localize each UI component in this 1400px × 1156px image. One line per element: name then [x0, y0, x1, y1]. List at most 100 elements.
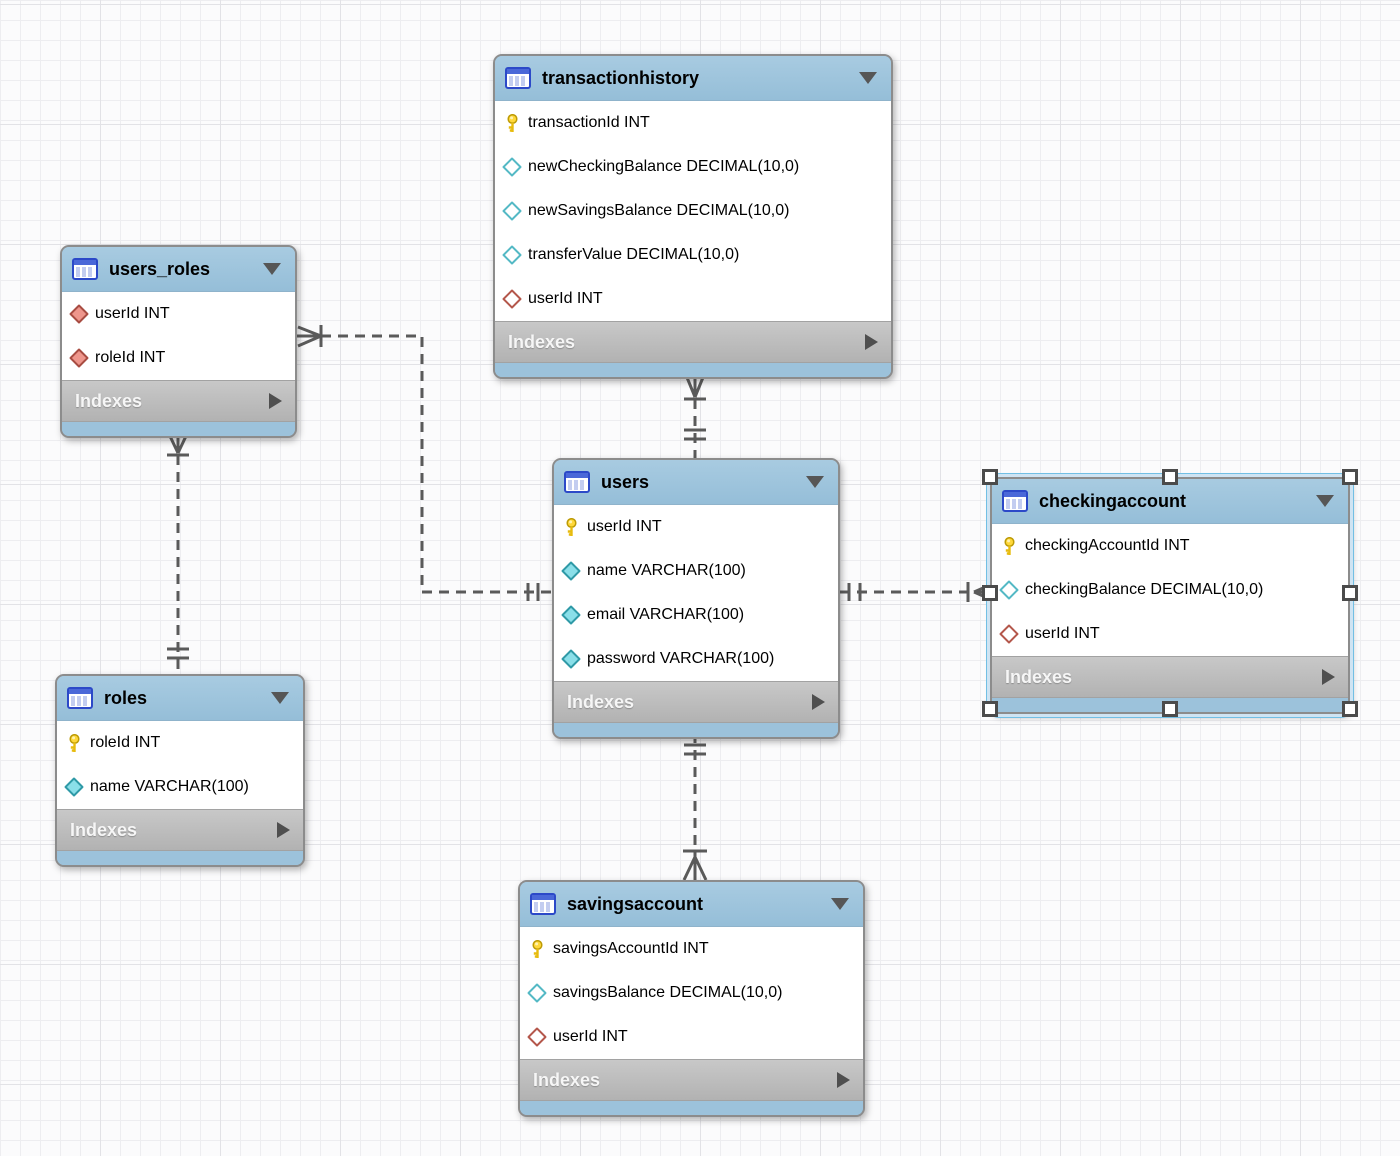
table-icon [530, 893, 556, 915]
expand-arrow-icon[interactable] [812, 694, 825, 710]
indexes-bar[interactable]: Indexes [520, 1059, 863, 1101]
expand-arrow-icon[interactable] [1322, 669, 1335, 685]
column-row[interactable]: roleId INT [57, 721, 303, 765]
column-row[interactable]: roleId INT [62, 336, 295, 380]
column-row[interactable]: userId INT [495, 277, 891, 321]
collapse-arrow-icon[interactable] [263, 263, 281, 275]
indexes-label: Indexes [1005, 666, 1073, 687]
selection-handle[interactable] [982, 585, 998, 601]
relationship-users-checkingaccount[interactable] [840, 582, 991, 602]
foreign-key-notnull-diamond-icon [69, 304, 89, 324]
column-row[interactable]: name VARCHAR(100) [57, 765, 303, 809]
table-icon [564, 471, 590, 493]
foreign-key-notnull-diamond-icon [69, 348, 89, 368]
column-row[interactable]: userId INT [992, 612, 1348, 656]
indexes-label: Indexes [533, 1069, 601, 1090]
table-users[interactable]: users userId INT name VARCHAR(100) email… [552, 458, 840, 739]
column-row[interactable]: email VARCHAR(100) [554, 593, 838, 637]
column-row[interactable]: newSavingsBalance DECIMAL(10,0) [495, 189, 891, 233]
table-header[interactable]: transactionhistory [495, 56, 891, 101]
column-row[interactable]: savingsAccountId INT [520, 927, 863, 971]
column-list: userId INT name VARCHAR(100) email VARCH… [554, 505, 838, 681]
relationship-transactionhistory-users[interactable] [684, 373, 706, 458]
column-row[interactable]: userId INT [520, 1015, 863, 1059]
column-row[interactable]: userId INT [554, 505, 838, 549]
column-list: roleId INT name VARCHAR(100) [57, 721, 303, 809]
table-header[interactable]: roles [57, 676, 303, 721]
column-row[interactable]: savingsBalance DECIMAL(10,0) [520, 971, 863, 1015]
table-checkingaccount[interactable]: checkingaccount checkingAccountId INT ch… [982, 469, 1358, 717]
column-row[interactable]: name VARCHAR(100) [554, 549, 838, 593]
column-row[interactable]: userId INT [62, 292, 295, 336]
table-header[interactable]: checkingaccount [992, 479, 1348, 524]
column-text: transactionId INT [528, 114, 650, 131]
column-text: transferValue DECIMAL(10,0) [528, 246, 740, 263]
table-roles[interactable]: roles roleId INT name VARCHAR(100) Index… [55, 674, 305, 867]
table-footer [520, 1101, 863, 1115]
selection-handle[interactable] [1162, 701, 1178, 717]
primary-key-icon [1001, 536, 1017, 555]
indexes-label: Indexes [70, 819, 138, 840]
expand-arrow-icon[interactable] [269, 393, 282, 409]
column-row[interactable]: checkingAccountId INT [992, 524, 1348, 568]
indexes-bar[interactable]: Indexes [495, 321, 891, 363]
indexes-bar[interactable]: Indexes [62, 380, 295, 422]
selection-handle[interactable] [982, 469, 998, 485]
table-title: roles [104, 687, 148, 708]
collapse-arrow-icon[interactable] [1316, 495, 1334, 507]
collapse-arrow-icon[interactable] [806, 476, 824, 488]
selection-handle[interactable] [1342, 585, 1358, 601]
table-icon [67, 687, 93, 709]
column-row[interactable]: newCheckingBalance DECIMAL(10,0) [495, 145, 891, 189]
selection-handle[interactable] [1342, 469, 1358, 485]
indexes-bar[interactable]: Indexes [57, 809, 303, 851]
indexes-bar[interactable]: Indexes [992, 656, 1348, 698]
notnull-column-diamond-icon [561, 561, 581, 581]
table-icon [505, 67, 531, 89]
table-users-roles[interactable]: users_roles userId INT roleId INT Indexe… [60, 245, 297, 438]
primary-key-icon [529, 939, 545, 958]
notnull-column-diamond-icon [561, 649, 581, 669]
column-list: userId INT roleId INT [62, 292, 295, 380]
indexes-label: Indexes [508, 331, 576, 352]
column-text: savingsAccountId INT [553, 940, 709, 957]
collapse-arrow-icon[interactable] [271, 692, 289, 704]
collapse-arrow-icon[interactable] [831, 898, 849, 910]
column-text: userId INT [553, 1028, 628, 1045]
foreign-key-diamond-icon [502, 289, 522, 309]
table-header[interactable]: savingsaccount [520, 882, 863, 927]
table-header[interactable]: users [554, 460, 838, 505]
column-row[interactable]: transactionId INT [495, 101, 891, 145]
selection-handle[interactable] [1342, 701, 1358, 717]
column-row[interactable]: checkingBalance DECIMAL(10,0) [992, 568, 1348, 612]
primary-key-icon [563, 517, 579, 536]
table-icon [1002, 490, 1028, 512]
expand-arrow-icon[interactable] [837, 1072, 850, 1088]
column-text: newCheckingBalance DECIMAL(10,0) [528, 158, 800, 175]
table-savingsaccount[interactable]: savingsaccount savingsAccountId INT savi… [518, 880, 865, 1117]
expand-arrow-icon[interactable] [277, 822, 290, 838]
column-row[interactable]: password VARCHAR(100) [554, 637, 838, 681]
table-transactionhistory[interactable]: transactionhistory transactionId INT new… [493, 54, 893, 379]
table-title: users [601, 471, 650, 492]
column-row[interactable]: transferValue DECIMAL(10,0) [495, 233, 891, 277]
column-text: checkingBalance DECIMAL(10,0) [1025, 581, 1264, 598]
relationship-users_roles-users[interactable] [297, 325, 552, 601]
column-text: userId INT [1025, 625, 1100, 642]
indexes-bar[interactable]: Indexes [554, 681, 838, 723]
table-title: checkingaccount [1039, 490, 1187, 511]
column-text: roleId INT [95, 349, 166, 366]
table-header[interactable]: users_roles [62, 247, 295, 292]
notnull-column-diamond-icon [64, 777, 84, 797]
selection-handle[interactable] [1162, 469, 1178, 485]
column-text: name VARCHAR(100) [587, 562, 746, 579]
selection-handle[interactable] [982, 701, 998, 717]
column-text: userId INT [95, 305, 170, 322]
relationship-users_roles-roles[interactable] [167, 433, 189, 674]
table-footer [57, 851, 303, 865]
expand-arrow-icon[interactable] [865, 334, 878, 350]
collapse-arrow-icon[interactable] [859, 72, 877, 84]
relationship-users-savingsaccount[interactable] [682, 733, 708, 881]
column-text: newSavingsBalance DECIMAL(10,0) [528, 202, 790, 219]
